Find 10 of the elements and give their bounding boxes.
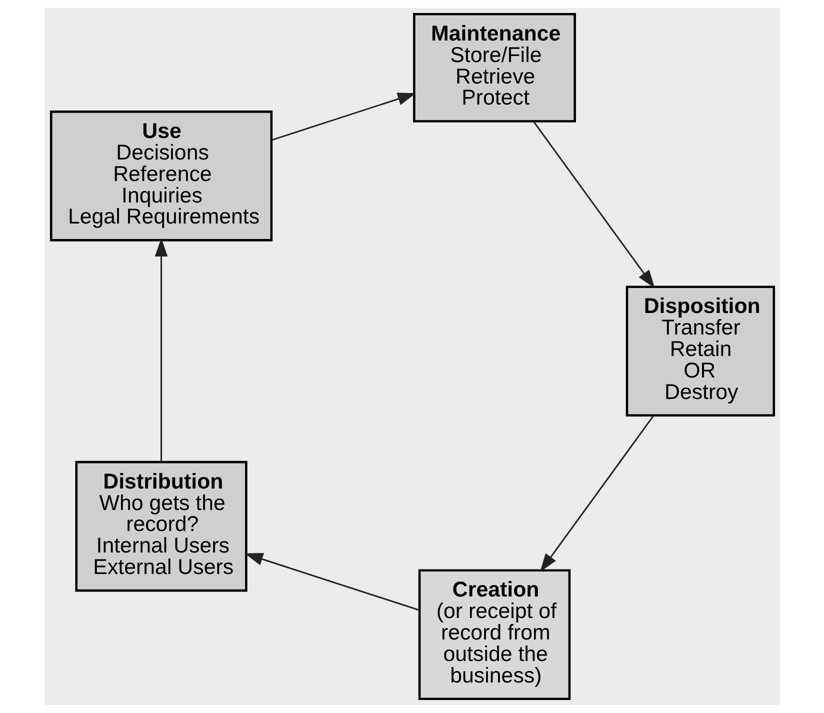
node-box: Maintenance Store/File Retrieve Protect xyxy=(412,13,576,122)
arrow xyxy=(540,415,654,572)
node-box: Distribution Who gets the record? Internal Users External Users xyxy=(74,460,247,592)
node-box: Disposition Transfer Retain OR Destroy xyxy=(625,286,775,417)
arrow xyxy=(271,92,416,141)
arrow xyxy=(244,552,420,611)
node-box: Creation (or receipt of record from outside the business) xyxy=(418,569,570,700)
arrow xyxy=(532,121,654,288)
arrow xyxy=(154,238,168,462)
node-box: Use Decisions Reference Inquiries Legal Requirements xyxy=(49,110,272,242)
